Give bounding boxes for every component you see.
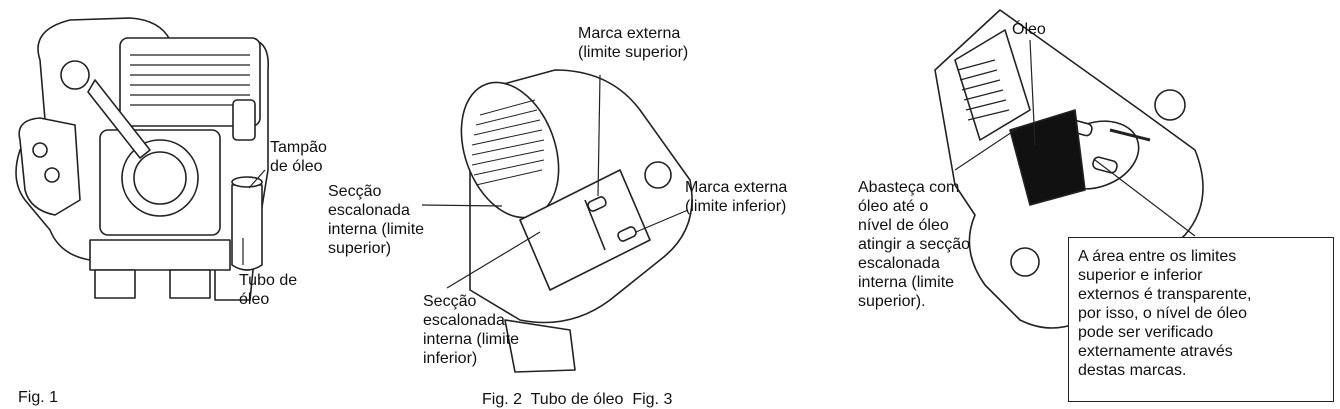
fill-instruction-label: Abasteça com óleo até o nível de óleo at… bbox=[858, 179, 971, 310]
internal-step-upper-label: Secção escalonada interna (limite superi… bbox=[328, 183, 425, 257]
external-mark-upper-label: Marca externa (limite superior) bbox=[578, 25, 689, 61]
oil-tube-label: Tubo de óleo bbox=[239, 272, 298, 308]
transparent-area-note-box: A área entre os limites superior e infer… bbox=[1068, 237, 1334, 402]
transparent-area-note-text: A área entre os limites superior e infer… bbox=[1078, 248, 1252, 379]
oil-tube-illustration bbox=[460, 69, 693, 373]
oil-cap-label: Tampão de óleo bbox=[270, 139, 327, 175]
external-mark-lower-label: Marca externa (limite inferior) bbox=[685, 179, 788, 215]
internal-step-lower-label: Secção escalonada interna (limite inferi… bbox=[423, 293, 520, 367]
oil-label: Óleo bbox=[1012, 21, 1046, 38]
engine-illustration bbox=[15, 17, 270, 301]
figure-1-caption: Fig. 1 bbox=[18, 389, 59, 406]
figure-2-3-caption: Fig. 2 Tubo de óleo Fig. 3 bbox=[482, 391, 673, 408]
